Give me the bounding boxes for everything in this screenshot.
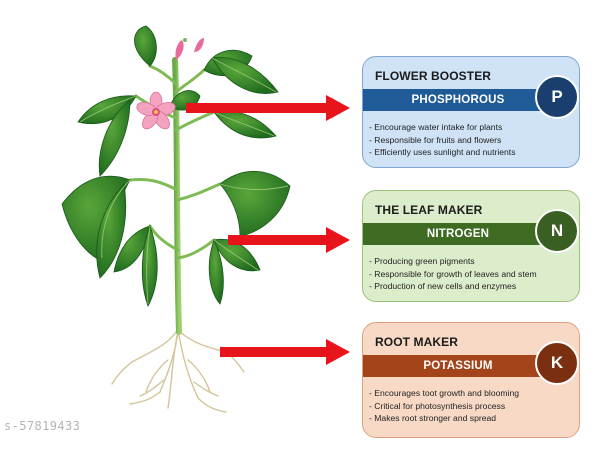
nutrient-band: PHOSPHOROUS [363, 89, 553, 111]
benefit-item: - Makes root stronger and spread [369, 413, 497, 424]
nutrient-band: POTASSIUM [363, 355, 553, 377]
leaves [61, 25, 291, 307]
benefit-item: - Producing green pigments [369, 256, 475, 266]
benefit-item: - Critical for photosynthesis process [369, 400, 506, 411]
benefit-item: - Efficiently uses sunlight and nutrient… [369, 147, 516, 158]
element-symbol-badge: P [535, 75, 579, 119]
watermark-text: s-57819433 [4, 419, 81, 433]
card-title: THE LEAF MAKER [375, 203, 483, 217]
element-symbol-badge: N [535, 209, 579, 253]
benefit-item: - Encourages toot growth and blooming [369, 388, 520, 398]
card-flower-booster: FLOWER BOOSTER PHOSPHOROUS P - Encourage… [362, 56, 580, 168]
benefit-item: - Production of new cells and enzymes [369, 281, 517, 292]
arrow-to-nitrogen [228, 227, 350, 253]
arrow-to-potassium [220, 339, 350, 365]
card-root-maker: ROOT MAKER POTASSIUM K - Encourages toot… [362, 322, 580, 438]
benefit-item: - Responsible for fruits and flowers [369, 134, 502, 145]
element-symbol-badge: K [535, 341, 579, 385]
benefit-list: - Encourages toot growth and blooming - … [369, 387, 575, 425]
plant-illustration [61, 25, 291, 413]
nutrient-band: NITROGEN [363, 223, 553, 245]
benefit-list: - Producing green pigments - Responsible… [369, 255, 575, 293]
benefit-item: - Encourage water intake for plants [369, 122, 503, 132]
arrow-to-phosphorous [186, 95, 350, 121]
card-title: ROOT MAKER [375, 335, 458, 349]
card-leaf-maker: THE LEAF MAKER NITROGEN N - Producing gr… [362, 190, 580, 302]
card-title: FLOWER BOOSTER [375, 69, 492, 83]
benefit-list: - Encourage water intake for plants - Re… [369, 121, 575, 159]
flower-buds [175, 38, 204, 60]
flower [136, 91, 176, 130]
benefit-item: - Responsible for growth of leaves and s… [369, 268, 537, 279]
